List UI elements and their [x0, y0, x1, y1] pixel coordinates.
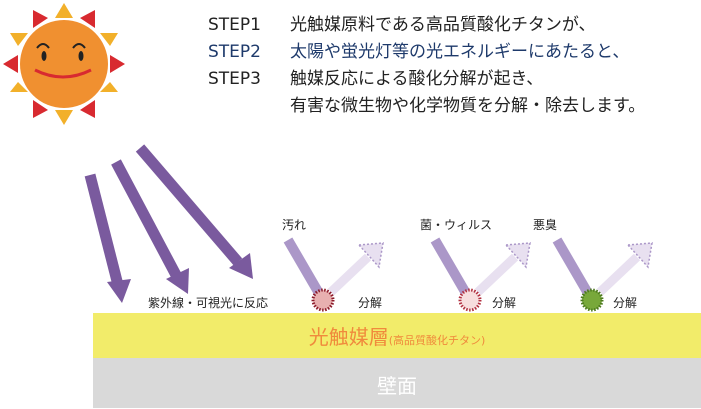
layer-subtitle: (高品質酸化チタン): [388, 334, 486, 347]
photocatalyst-layer: 光触媒層(高品質酸化チタン): [93, 313, 701, 358]
step-2: STEP2 太陽や蛍光灯等の光エネルギーにあたると、: [208, 37, 629, 62]
decompose-arrow-icon: [596, 242, 653, 296]
light-arrow-icon: [84, 173, 131, 303]
step-label: STEP1: [208, 15, 261, 35]
step-1: STEP1 光触媒原料である高品質酸化チタンが、: [208, 10, 596, 35]
result-label: 分解: [358, 296, 383, 310]
result-label: 分解: [613, 296, 638, 310]
light-label: 紫外線・可視光に反応: [148, 296, 269, 310]
step-text: 有害な微生物や化学物質を分解・除去します。: [290, 96, 646, 116]
step-3: STEP3 触媒反応による酸化分解が起き、: [208, 64, 543, 89]
incoming-bar: [552, 237, 594, 298]
target-label: 悪臭: [533, 218, 558, 232]
layer-title: 光触媒層: [308, 325, 389, 349]
step-text: 太陽や蛍光灯等の光エネルギーにあたると、: [290, 42, 630, 62]
result-label: 分解: [492, 296, 517, 310]
wall-layer: 壁面: [93, 358, 701, 408]
light-arrow-icon: [135, 144, 253, 279]
target-3: [552, 237, 653, 312]
incoming-bar: [430, 237, 472, 298]
step-label: STEP3: [208, 69, 261, 89]
sun-icon: [3, 3, 125, 125]
target-label: 汚れ: [282, 218, 307, 232]
particle-icon: [311, 288, 335, 312]
incoming-bar: [283, 237, 325, 298]
decompose-arrow-icon: [474, 242, 531, 296]
target-label: 菌・ウィルス: [420, 218, 493, 232]
decompose-arrow-icon: [327, 242, 384, 296]
step-4: 有害な微生物や化学物質を分解・除去します。: [208, 91, 645, 116]
step-label: STEP2: [208, 42, 261, 62]
particle-icon: [580, 288, 604, 312]
light-arrow-icon: [111, 159, 189, 294]
particle-icon: [458, 288, 482, 312]
wall-label: 壁面: [377, 374, 417, 398]
step-text: 触媒反応による酸化分解が起き、: [290, 69, 544, 89]
light-arrows: [84, 144, 253, 303]
target-1: [283, 237, 384, 312]
target-2: [430, 237, 531, 312]
step-text: 光触媒原料である高品質酸化チタンが、: [290, 15, 596, 35]
